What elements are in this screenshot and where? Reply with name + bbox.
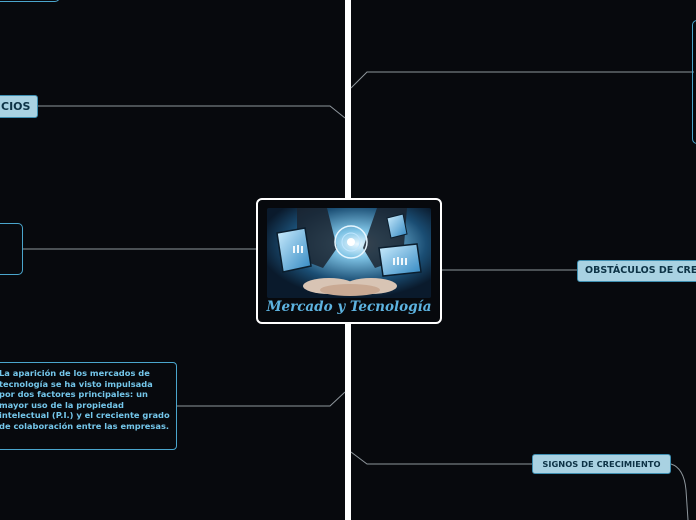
partial-node-left-middle[interactable] xyxy=(0,223,23,275)
hands-holding-devices-photo xyxy=(267,208,431,298)
central-topic[interactable]: Mercado y Tecnología xyxy=(256,198,442,324)
partial-node-top-left[interactable] xyxy=(0,0,60,2)
connector-right-top xyxy=(350,71,694,89)
topic-text-box-content: La aparición de los mercados de tecnolog… xyxy=(0,368,170,431)
connector-left-cios xyxy=(38,105,346,119)
central-topic-title: Mercado y Tecnología xyxy=(266,299,432,315)
connector-signos-tail xyxy=(670,463,689,520)
topic-signos-crecimiento[interactable]: SIGNOS DE CRECIMIENTO xyxy=(532,454,671,474)
topic-signos-label: SIGNOS DE CRECIMIENTO xyxy=(542,459,661,469)
partial-node-top-right[interactable] xyxy=(692,20,696,144)
connector-left-textbox xyxy=(176,391,346,407)
topic-text-box[interactable]: La aparición de los mercados de tecnolog… xyxy=(0,362,177,450)
topic-servicios-label: CIOS xyxy=(1,100,31,113)
topic-obstaculos-label: OBSTÁCULOS DE CRE xyxy=(585,265,696,276)
topic-obstaculos[interactable]: OBSTÁCULOS DE CRE xyxy=(577,260,696,282)
topic-servicios[interactable]: CIOS xyxy=(0,95,38,118)
connector-right-signos xyxy=(350,451,532,465)
